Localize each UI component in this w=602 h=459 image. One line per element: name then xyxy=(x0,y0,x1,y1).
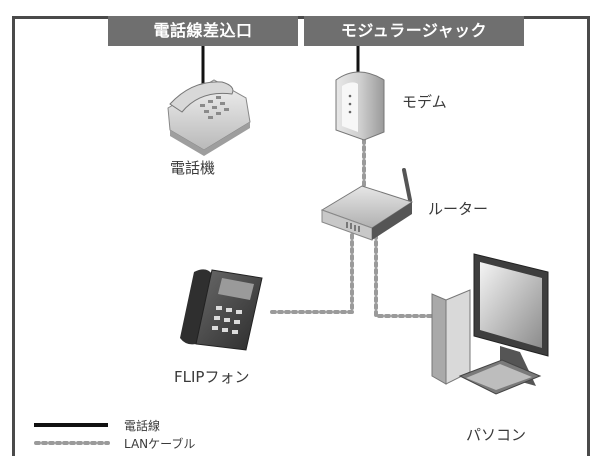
lan-router-flipphone xyxy=(266,226,354,314)
router-label: ルーター xyxy=(428,200,489,218)
legend-phone-line-label: 電話線 xyxy=(124,419,161,433)
legend-lines xyxy=(34,423,110,445)
diagram-frame xyxy=(12,16,590,456)
phone-line-cables xyxy=(201,46,360,86)
legend-lan-label: LANケーブル xyxy=(124,437,196,451)
flip-phone-icon xyxy=(180,269,263,351)
lan-router-pc xyxy=(374,226,460,318)
router-icon xyxy=(320,168,414,241)
phone-label: 電話機 xyxy=(170,159,216,177)
phone-icon xyxy=(167,79,251,156)
pc-label: パソコン xyxy=(466,426,527,444)
modem-label: モデム xyxy=(402,93,447,111)
flip-phone-label: FLIPフォン xyxy=(174,368,250,386)
lan-cables xyxy=(266,138,460,318)
modular-jack-tag: モジュラージャック xyxy=(304,16,524,46)
modem-icon xyxy=(335,71,385,141)
pc-icon xyxy=(431,253,549,395)
phone-jack-tag: 電話線差込口 xyxy=(108,16,298,46)
